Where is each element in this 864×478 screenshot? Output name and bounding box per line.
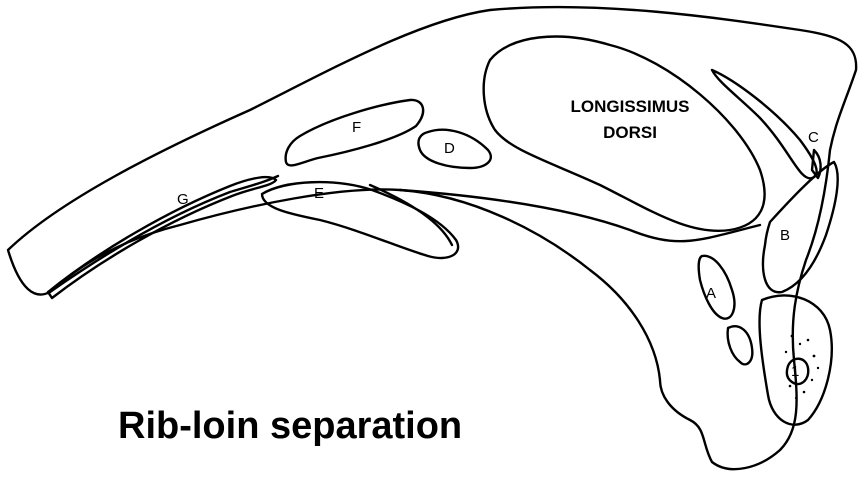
label-e: E (314, 185, 324, 202)
small-muscle (728, 326, 753, 364)
muscle-c (712, 70, 817, 178)
fat-specks (785, 335, 819, 400)
longissimus-label-line1: LONGISSIMUS (570, 97, 689, 116)
label-b: B (780, 227, 790, 244)
label-a: A (706, 285, 716, 302)
label-c: C (808, 129, 819, 146)
diagram-caption: Rib-loin separation (118, 405, 462, 447)
label-d: D (444, 140, 455, 157)
label-f: F (352, 119, 361, 136)
label-1: 1 (791, 363, 799, 380)
muscle-a (699, 256, 735, 319)
loin-inner-contour (400, 190, 760, 241)
label-g: G (177, 191, 189, 208)
longissimus-label-line2: DORSI (603, 123, 657, 142)
